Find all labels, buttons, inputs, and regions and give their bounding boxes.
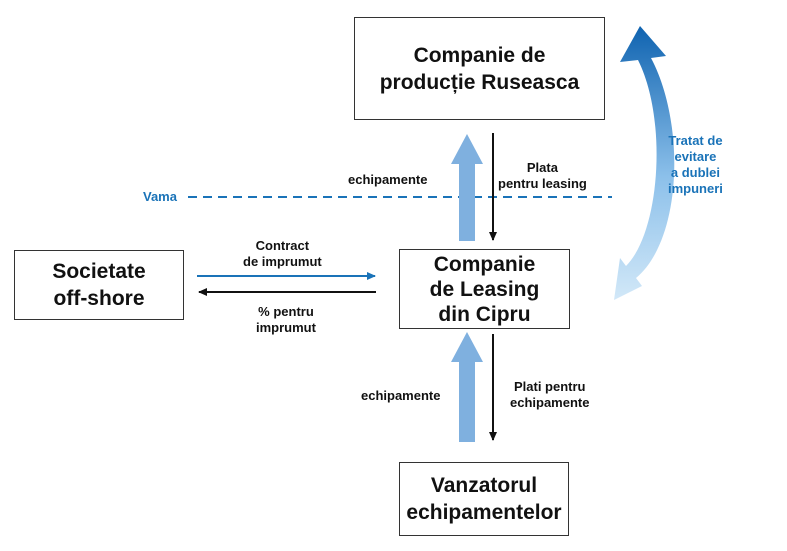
- equipment-payments-line-1: Plati pentru: [513, 379, 586, 394]
- treaty-line-1: Tratat de: [668, 133, 723, 148]
- customs-label: Vama: [143, 189, 177, 204]
- russian-company-line-2: producție Ruseasca: [379, 70, 580, 94]
- equipment-payments-line-2: echipamente: [510, 395, 590, 410]
- loan-contract-line-2: de imprumut: [243, 254, 322, 269]
- cyprus-leasing-line-3: din Cipru: [438, 302, 531, 326]
- cyprus-leasing-box: Companie de Leasing din Cipru: [399, 249, 570, 329]
- offshore-box: Societate off-shore: [14, 250, 184, 320]
- treaty-label: Tratat de evitare a dublei impuneri: [668, 133, 723, 197]
- treaty-line-4: impuneri: [668, 181, 723, 196]
- equipment-arrow-up-top: [451, 134, 483, 241]
- offshore-line-1: Societate: [52, 260, 146, 283]
- cyprus-leasing-line-2: de Leasing: [429, 277, 540, 301]
- treaty-line-2: evitare: [674, 149, 717, 164]
- treaty-curved-arrow: [614, 26, 675, 300]
- equipment-arrow-up-bottom: [451, 332, 483, 442]
- leasing-payment-label: Plata pentru leasing: [498, 160, 587, 192]
- russian-company-box: Companie de producție Ruseasca: [354, 17, 605, 120]
- leasing-payment-line-1: Plata: [526, 160, 558, 175]
- loan-contract-line-1: Contract: [255, 238, 310, 253]
- offshore-line-2: off-shore: [53, 287, 145, 310]
- loan-interest-label: % pentru imprumut: [256, 304, 316, 336]
- russian-company-line-1: Companie de: [413, 43, 546, 67]
- loan-contract-label: Contract de imprumut: [243, 238, 322, 270]
- vendor-line-2: echipamentelor: [406, 501, 562, 524]
- equipment-label-bottom: echipamente: [361, 388, 441, 403]
- cyprus-leasing-line-1: Companie: [433, 252, 536, 276]
- vendor-box: Vanzatorul echipamentelor: [399, 462, 569, 536]
- vendor-line-1: Vanzatorul: [430, 474, 538, 497]
- loan-interest-line-1: % pentru: [258, 304, 314, 319]
- treaty-line-3: a dublei: [670, 165, 721, 180]
- equipment-label-top: echipamente: [348, 172, 428, 187]
- equipment-payments-label: Plati pentru echipamente: [510, 379, 589, 411]
- loan-interest-line-2: imprumut: [256, 320, 316, 335]
- leasing-payment-line-2: pentru leasing: [498, 176, 587, 191]
